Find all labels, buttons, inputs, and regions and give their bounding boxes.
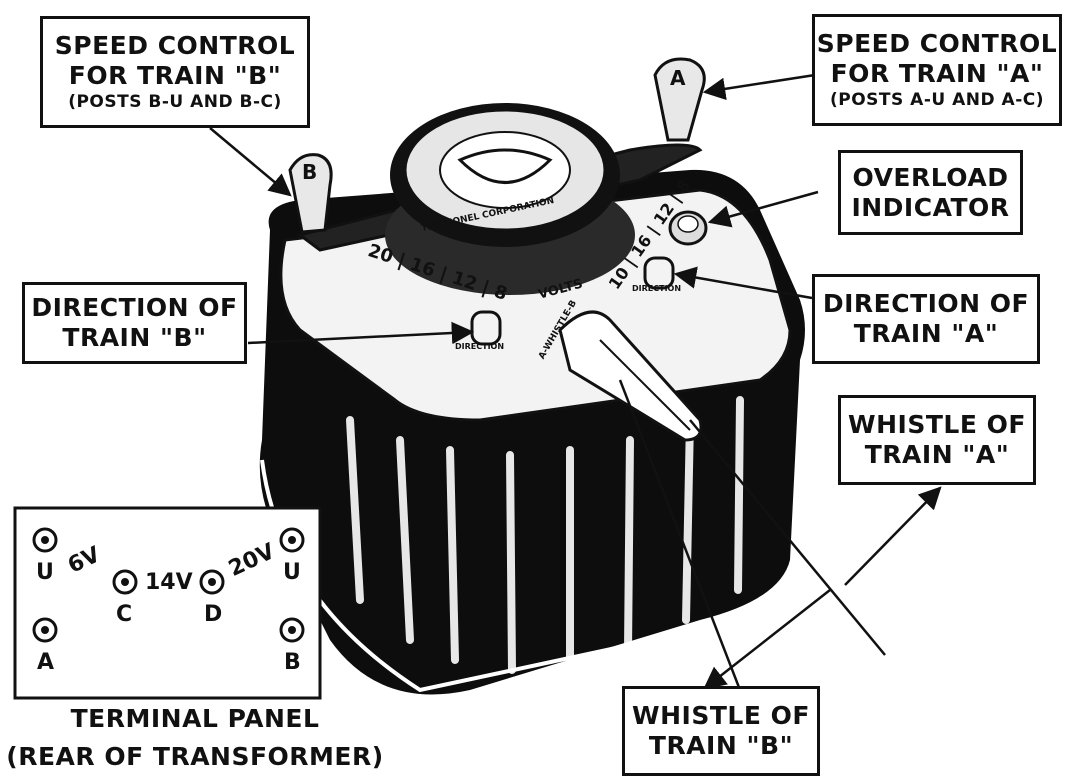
callout-whistle-b-line2: TRAIN "B"	[648, 731, 794, 760]
callout-speed-a-line1: SPEED CONTROL	[816, 29, 1058, 58]
whistle-lever	[558, 310, 703, 442]
callout-whistle-a-line2: TRAIN "A"	[864, 440, 1010, 469]
terminal-u-left-label: U	[36, 560, 54, 585]
handle-a-knob	[653, 57, 706, 142]
direction-knob-b-label: DIRECTION	[455, 342, 505, 351]
terminal-a-label: A	[37, 650, 55, 675]
callout-overload-line2: INDICATOR	[851, 192, 1010, 222]
callout-speed-control-b: SPEED CONTROL FOR TRAIN "B" (POSTS B-U A…	[40, 16, 310, 128]
terminal-b-label: B	[284, 650, 301, 675]
callout-speed-b-line2: FOR TRAIN "B"	[68, 61, 282, 90]
terminal-panel	[13, 506, 322, 700]
callout-speed-b-line1: SPEED CONTROL	[54, 31, 296, 60]
lionel-logo-icon	[457, 148, 553, 184]
terminal-u-right-label: U	[283, 560, 301, 585]
callout-direction-b-line1: DIRECTION OF	[31, 293, 238, 322]
direction-knob-a	[643, 256, 675, 290]
terminal-panel-caption-line1: TERMINAL PANEL	[70, 704, 320, 733]
direction-knob-b	[470, 310, 502, 346]
direction-knob-a-label: DIRECTION	[632, 284, 682, 293]
callout-direction-a-line2: TRAIN "A"	[853, 319, 999, 348]
voltage-14v: 14V	[145, 570, 193, 595]
handle-a-letter: A	[670, 66, 686, 90]
callout-whistle-a-line1: WHISTLE OF	[848, 410, 1026, 439]
terminal-panel-caption-line2: (REAR OF TRANSFORMER)	[6, 742, 384, 771]
callout-speed-control-a: SPEED CONTROL FOR TRAIN "A" (POSTS A-U A…	[812, 14, 1062, 126]
callout-whistle-b-line1: WHISTLE OF	[632, 701, 810, 730]
callout-overload-line1: OVERLOAD	[852, 162, 1009, 192]
callout-direction-a: DIRECTION OF TRAIN "A"	[812, 274, 1040, 364]
callout-whistle-b: WHISTLE OF TRAIN "B"	[622, 686, 820, 776]
handle-b-knob	[288, 153, 333, 234]
callout-speed-a-line2: FOR TRAIN "A"	[830, 59, 1044, 88]
callout-direction-b: DIRECTION OF TRAIN "B"	[22, 282, 247, 364]
handle-b-letter: B	[302, 160, 318, 184]
callout-direction-a-line1: DIRECTION OF	[822, 289, 1030, 318]
terminal-d-label: D	[204, 602, 223, 627]
callout-overload-indicator: OVERLOAD INDICATOR	[838, 150, 1023, 235]
overload-indicator-lamp	[668, 210, 708, 246]
central-dial	[385, 103, 635, 295]
callout-whistle-a: WHISTLE OF TRAIN "A"	[838, 395, 1036, 485]
callout-direction-b-line2: TRAIN "B"	[62, 323, 207, 352]
terminal-panel-caption: TERMINAL PANEL (REAR OF TRANSFORMER)	[0, 700, 390, 776]
callout-speed-b-line3: (POSTS B-U AND B-C)	[68, 92, 282, 112]
leader-lines	[209, 73, 942, 691]
callout-speed-a-line3: (POSTS A-U AND A-C)	[830, 90, 1044, 110]
terminal-c-label: C	[116, 602, 133, 627]
